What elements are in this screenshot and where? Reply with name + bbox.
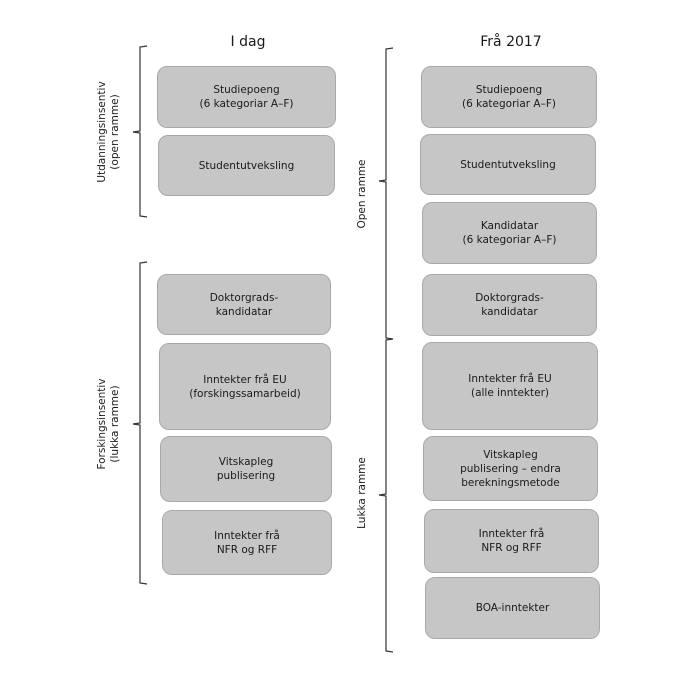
box-left-studiepoeng: Studiepoeng (6 kategoriar A–F) bbox=[157, 66, 336, 128]
box-right-studentutveksling: Studentutveksling bbox=[420, 134, 596, 195]
brace-left-forsking bbox=[132, 261, 148, 585]
box-left-doktorgrads: Doktorgrads- kandidatar bbox=[157, 274, 331, 335]
group-label-utdanningsinsentiv: Utdanningsinsentiv (open ramme) bbox=[96, 81, 121, 183]
group-label-forskingsinsentiv: Forskingsinsentiv (lukka ramme) bbox=[96, 378, 121, 470]
box-right-boa: BOA-inntekter bbox=[425, 577, 600, 639]
box-right-inntekter-nfr: Inntekter frå NFR og RFF bbox=[424, 509, 599, 573]
group-label-lukka-ramme: Lukka ramme bbox=[356, 457, 368, 529]
box-right-vitskapleg: Vitskapleg publisering – endra berekning… bbox=[423, 436, 598, 501]
box-left-inntekter-eu: Inntekter frå EU (forskingssamarbeid) bbox=[159, 343, 331, 430]
brace-left-utdanning bbox=[132, 45, 148, 218]
column-title-today: I dag bbox=[230, 34, 266, 50]
brace-right-open-lukka bbox=[378, 47, 394, 653]
column-title-from-2017: Frå 2017 bbox=[480, 34, 542, 50]
box-left-inntekter-nfr: Inntekter frå NFR og RFF bbox=[162, 510, 332, 575]
box-right-doktorgrads: Doktorgrads- kandidatar bbox=[422, 274, 597, 336]
box-left-vitskapleg: Vitskapleg publisering bbox=[160, 436, 332, 502]
box-right-inntekter-eu: Inntekter frå EU (alle inntekter) bbox=[422, 342, 598, 430]
box-left-studentutveksling: Studentutveksling bbox=[158, 135, 335, 196]
box-right-kandidatar: Kandidatar (6 kategoriar A–F) bbox=[422, 202, 597, 264]
box-right-studiepoeng: Studiepoeng (6 kategoriar A–F) bbox=[421, 66, 597, 128]
group-label-open-ramme: Open ramme bbox=[356, 159, 368, 229]
